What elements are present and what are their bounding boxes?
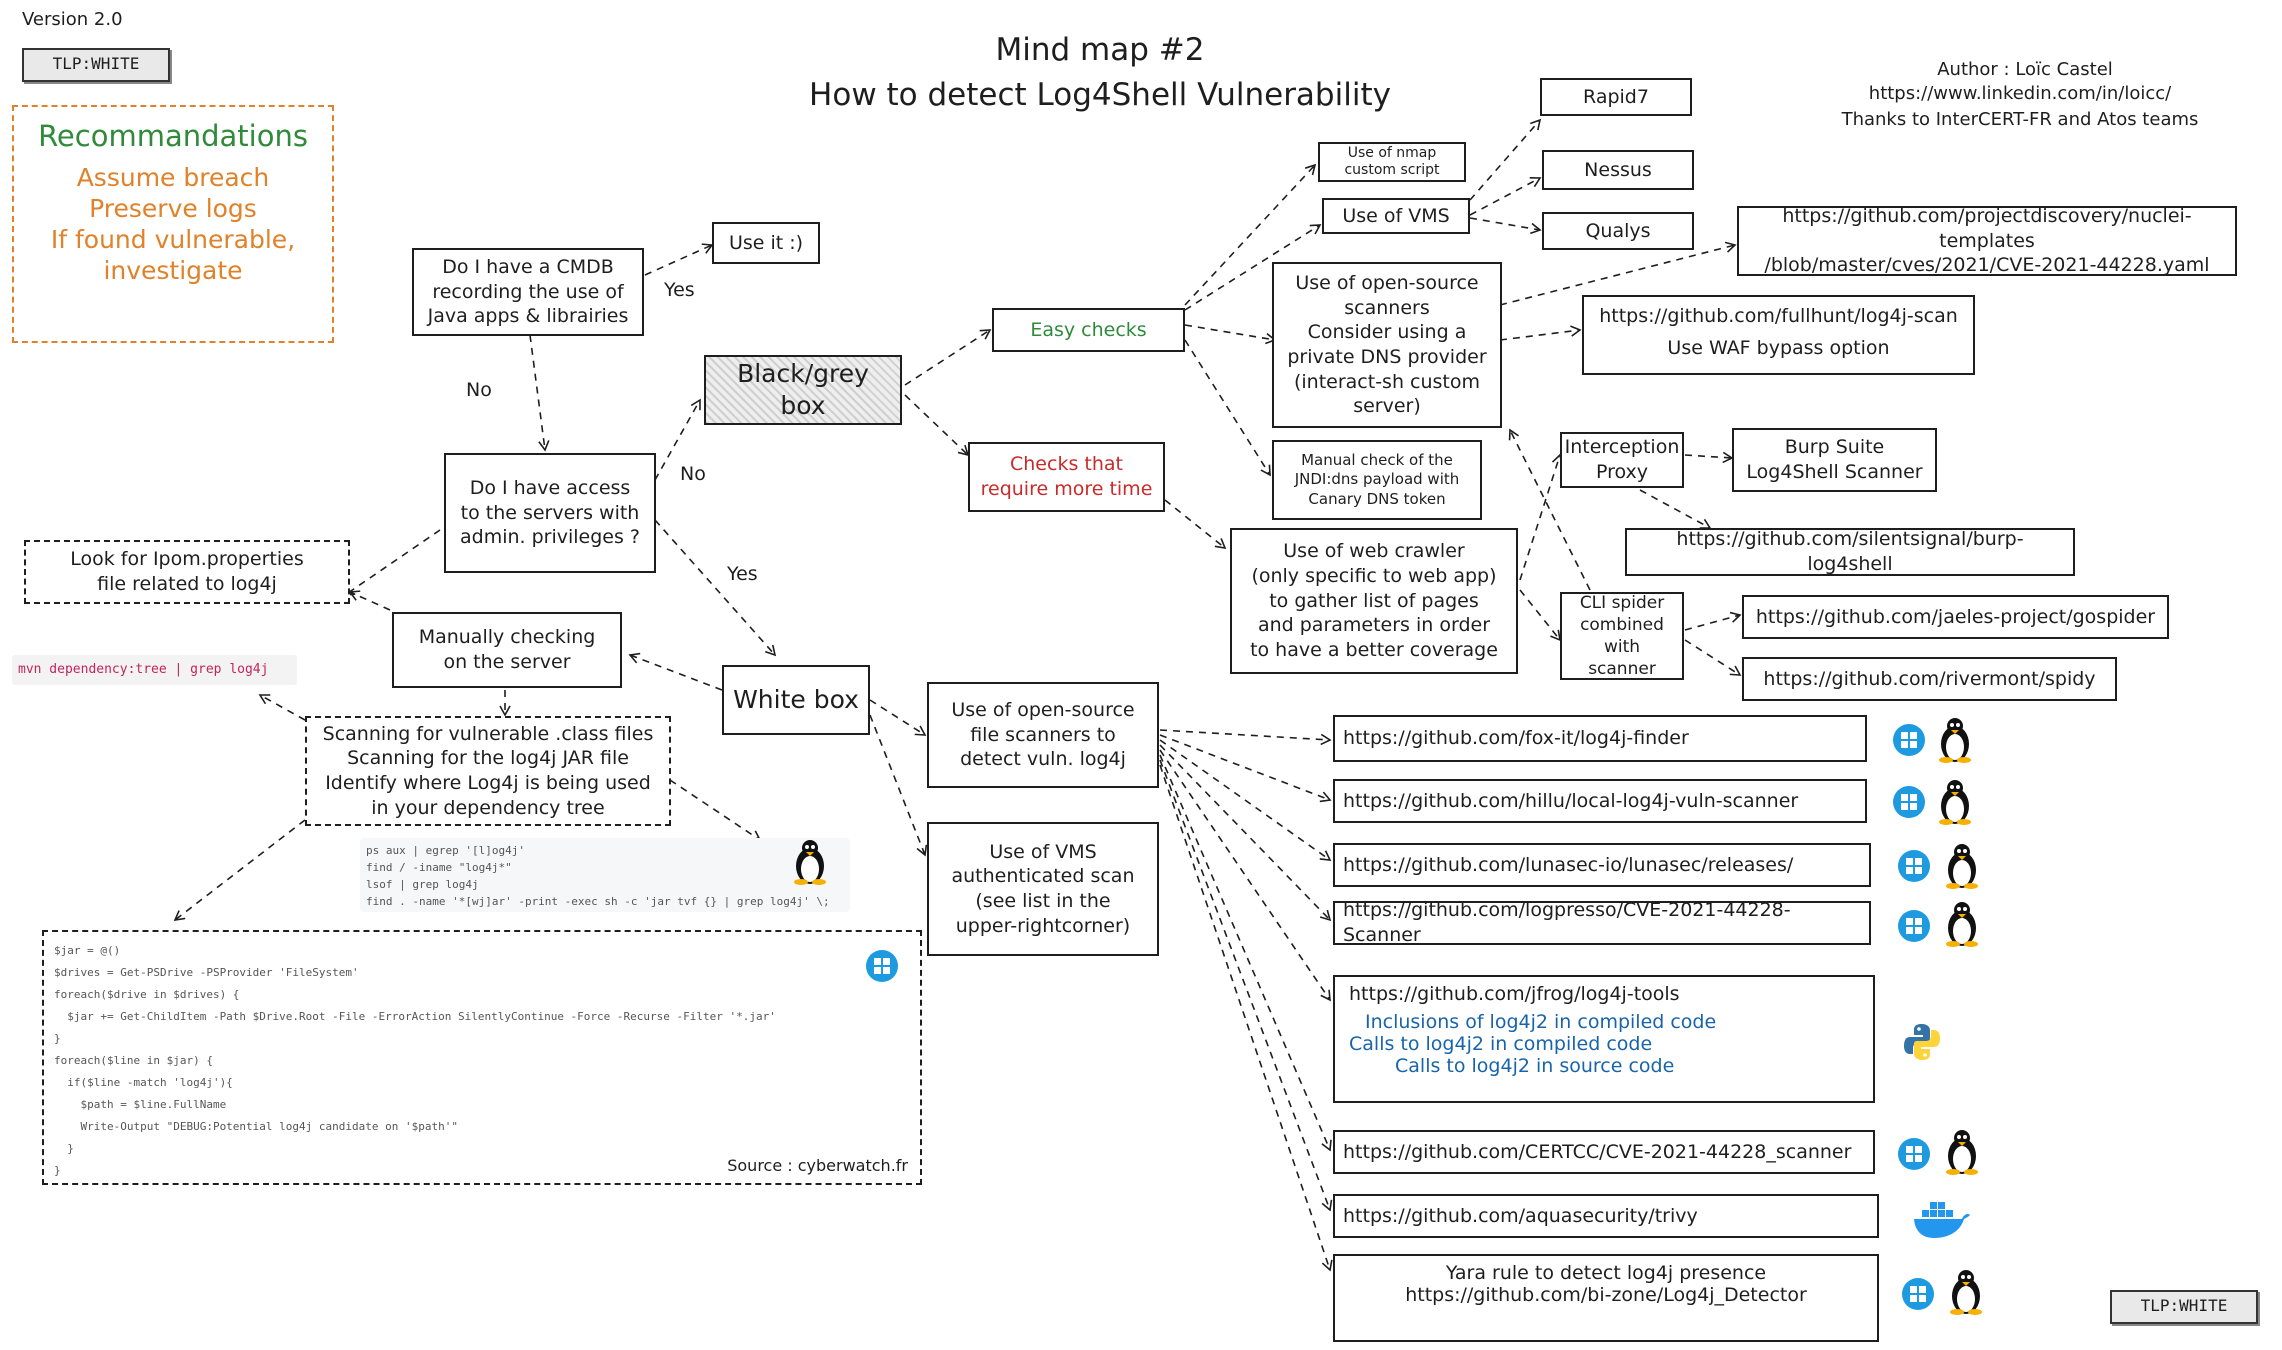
linkedin-link[interactable]: https://www.linkedin.com/in/loicc/ (1868, 83, 2172, 104)
powershell-line: } (54, 1164, 61, 1177)
no-label: No (680, 463, 706, 485)
powershell-line: foreach($line in $jar) { (54, 1054, 213, 1067)
tool-link[interactable]: https://github.com/fox-it/log4j-finder (1333, 715, 1867, 762)
pom-properties-node: Look for Ipom.properties file related to… (24, 540, 350, 604)
recommendation-item: investigate (103, 256, 243, 285)
tool-link[interactable]: https://github.com/logpresso/CVE-2021-44… (1333, 899, 1871, 946)
jfrog-note: Inclusions of log4j2 in compiled code (1365, 1011, 1717, 1033)
jfrog-note: Calls to log4j2 in source code (1395, 1055, 1675, 1077)
version-label: Version 2.0 (22, 9, 123, 30)
linux-icon (794, 840, 826, 885)
nessus-node: Nessus (1542, 150, 1694, 190)
title-line-2: How to detect Log4Shell Vulnerability (809, 77, 1391, 113)
windows-icon (866, 950, 898, 982)
windows-icon (1898, 850, 1930, 882)
spidy-link[interactable]: https://github.com/rivermont/spidy (1742, 657, 2117, 701)
linux-command-line: ps aux | egrep '[l]og4j' (366, 844, 525, 857)
powershell-line: $jar += Get-ChildItem -Path $Drive.Root … (54, 1010, 776, 1023)
linux-command-line: find / -iname "log4j*" (366, 861, 512, 875)
powershell-line: $path = $line.FullName (54, 1098, 227, 1111)
windows-icon (1893, 724, 1925, 756)
oss-scanners-node: Use of open-source scanners Consider usi… (1272, 262, 1502, 428)
rapid7-node: Rapid7 (1540, 78, 1692, 116)
powershell-line: if($line -match 'log4j'){ (54, 1076, 233, 1089)
qualys-node: Qualys (1542, 212, 1694, 250)
windows-icon (1898, 910, 1930, 942)
admin-access-question: Do I have access to the servers with adm… (444, 453, 656, 573)
yes-label: Yes (664, 279, 695, 301)
tool-link[interactable]: https://github.com/lunasec-io/lunasec/re… (1333, 843, 1871, 887)
linux-icon (1946, 844, 1978, 889)
linux-icon (1939, 718, 1971, 763)
linux-icon (1946, 902, 1978, 947)
powershell-source: Source : cyberwatch.fr (727, 1156, 908, 1176)
linux-icon (1939, 780, 1971, 825)
waf-bypass-note: Use WAF bypass option (1667, 337, 1890, 359)
linux-commands-panel: ps aux | egrep '[l]og4j' find / -iname "… (360, 838, 850, 912)
recommendation-item: Assume breach (76, 163, 270, 192)
gospider-link[interactable]: https://github.com/jaeles-project/gospid… (1742, 595, 2169, 639)
interception-proxy-node: Interception Proxy (1560, 432, 1684, 488)
windows-icon (1902, 1278, 1934, 1310)
powershell-line: } (54, 1032, 61, 1045)
yara-rule-label: Yara rule to detect log4j presence (1445, 1262, 1767, 1284)
linux-icon (1946, 1130, 1978, 1175)
more-time-checks-node: Checks that require more time (968, 442, 1165, 512)
thanks-label: Thanks to InterCERT-FR and Atos teams (1841, 109, 2199, 130)
mvn-command: mvn dependency:tree | grep log4j (12, 655, 297, 685)
linux-command-line: find . -name '*[wj]ar' -print -exec sh -… (366, 895, 830, 909)
manual-jndi-node: Manual check of the JNDI:dns payload wit… (1272, 440, 1482, 520)
powershell-line: Write-Output "DEBUG:Potential log4j cand… (54, 1120, 458, 1133)
jfrog-note: Calls to log4j2 in compiled code (1349, 1033, 1653, 1055)
yara-rule-box: Yara rule to detect log4j presence https… (1333, 1254, 1879, 1342)
scanning-tasks-node: Scanning for vulnerable .class files Sca… (305, 716, 671, 826)
cmdb-question: Do I have a CMDB recording the use of Ja… (412, 248, 644, 336)
tlp-badge-bottom: TLP:WHITE (2110, 1290, 2258, 1324)
nuclei-template-link[interactable]: https://github.com/projectdiscovery/nucl… (1737, 205, 2237, 276)
yes-label: Yes (727, 563, 758, 585)
windows-icon (1898, 1138, 1930, 1170)
vms-authenticated-node: Use of VMS authenticated scan (see list … (927, 822, 1159, 956)
powershell-line: $drives = Get-PSDrive -PSProvider 'FileS… (54, 966, 359, 979)
recommendation-item: If found vulnerable, (50, 225, 296, 254)
recommendations-title: Recommandations (38, 119, 308, 153)
cli-spider-node: CLI spider combined with scanner (1560, 592, 1684, 680)
powershell-line: } (54, 1142, 74, 1155)
title-line-1: Mind map #2 (995, 32, 1205, 68)
tool-link[interactable]: https://github.com/jfrog/log4j-tools (1349, 983, 1680, 1005)
use-it-node: Use it :) (712, 222, 820, 264)
easy-checks-node: Easy checks (992, 308, 1185, 352)
tool-link[interactable]: https://github.com/aquasecurity/trivy (1333, 1194, 1879, 1238)
burp-scanner-node: Burp Suite Log4Shell Scanner (1732, 428, 1937, 492)
tool-link[interactable]: https://github.com/CERTCC/CVE-2021-44228… (1333, 1130, 1875, 1174)
black-grey-box-node: Black/grey box (704, 355, 902, 425)
burp-log4shell-link[interactable]: https://github.com/silentsignal/burp-log… (1625, 528, 2075, 576)
no-label: No (466, 379, 492, 401)
tlp-badge-top: TLP:WHITE (22, 48, 170, 82)
nmap-node: Use of nmap custom script (1318, 142, 1466, 182)
manual-server-check-node: Manually checking on the server (392, 612, 622, 688)
fullhunt-box: https://github.com/fullhunt/log4j-scan U… (1582, 295, 1975, 375)
tool-link[interactable]: https://github.com/bi-zone/Log4j_Detecto… (1405, 1284, 1807, 1306)
web-crawler-node: Use of web crawler (only specific to web… (1230, 528, 1518, 674)
jfrog-tools-box: https://github.com/jfrog/log4j-tools Inc… (1333, 975, 1875, 1103)
powershell-line: $jar = @() (54, 944, 121, 957)
white-box-node: White box (722, 665, 870, 735)
fullhunt-link[interactable]: https://github.com/fullhunt/log4j-scan (1599, 305, 1958, 327)
python-icon (1904, 1024, 1940, 1060)
linux-icon (1950, 1270, 1982, 1315)
vms-node: Use of VMS (1322, 198, 1470, 234)
powershell-line: foreach($drive in $drives) { (54, 988, 240, 1001)
powershell-panel: $jar = @() $drives = Get-PSDrive -PSProv… (42, 930, 922, 1185)
recommendation-item: Preserve logs (89, 194, 257, 223)
oss-file-scanners-node: Use of open-source file scanners to dete… (927, 682, 1159, 788)
author-label: Author : Loïc Castel (1937, 59, 2113, 80)
linux-command-line: lsof | grep log4j (366, 878, 479, 892)
docker-icon (1914, 1202, 1970, 1238)
recommendations-panel: Recommandations Assume breach Preserve l… (12, 105, 334, 343)
windows-icon (1893, 786, 1925, 818)
tool-link[interactable]: https://github.com/hillu/local-log4j-vul… (1333, 779, 1867, 823)
